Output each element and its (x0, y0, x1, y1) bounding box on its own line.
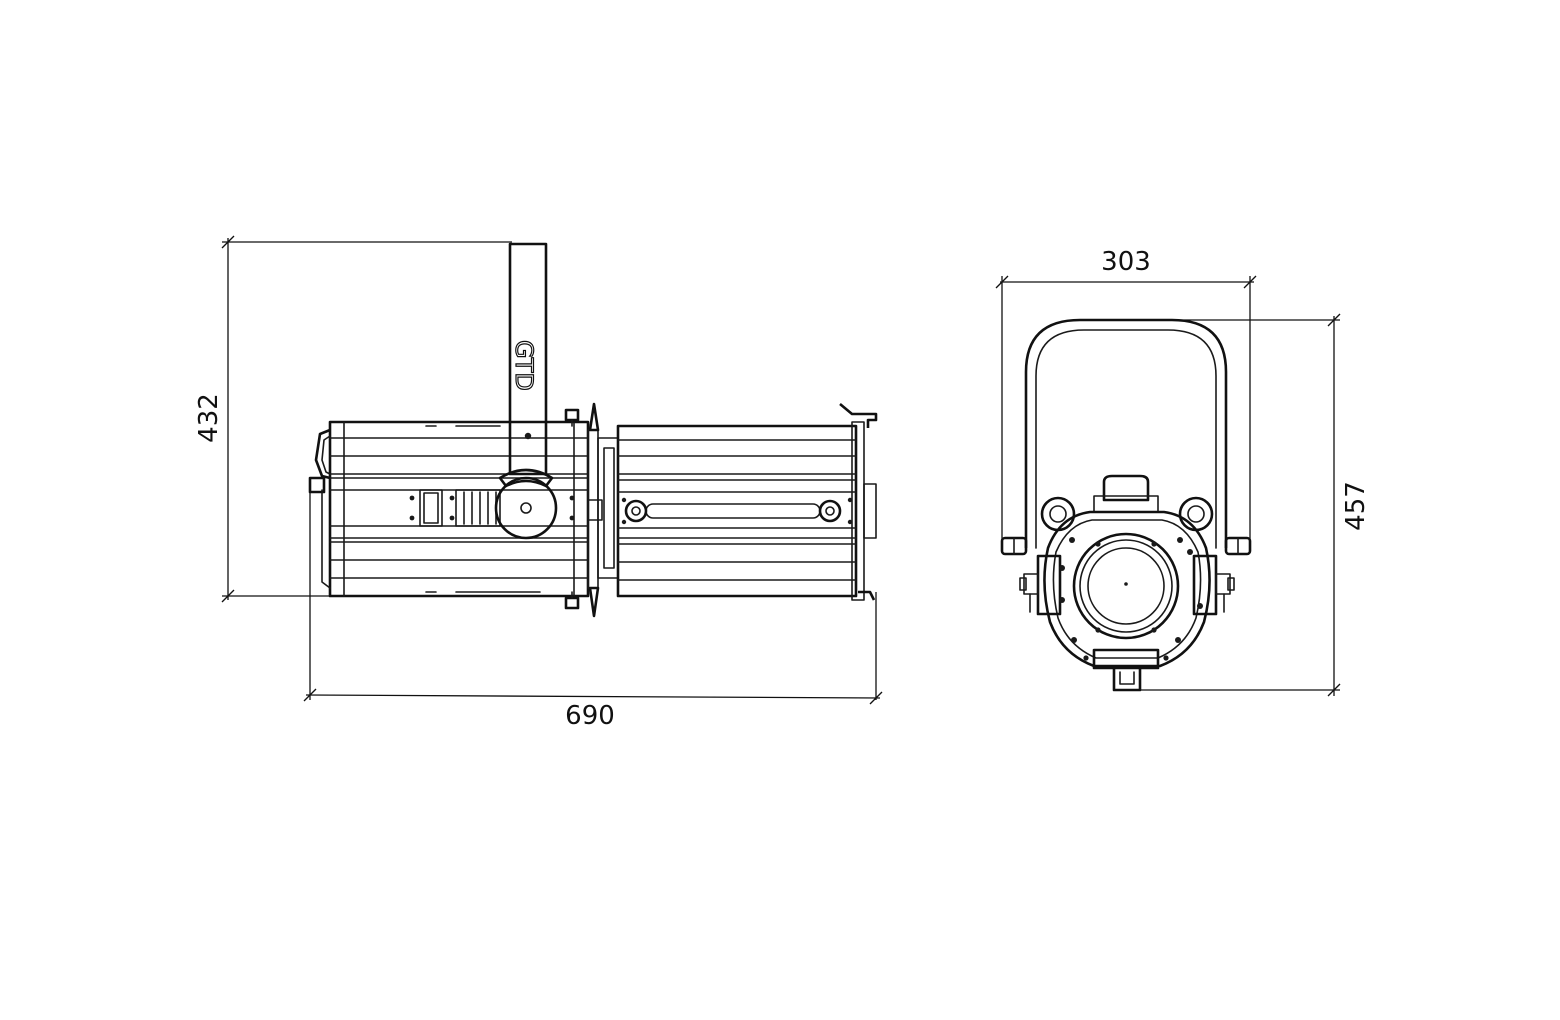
front-yoke (1000, 318, 1252, 556)
cooling-fins (409, 489, 575, 527)
front-view: 303 457 (995, 247, 1371, 697)
front-lens (1059, 532, 1203, 661)
yoke-arm: GTD (494, 242, 558, 540)
front-body (1019, 474, 1235, 692)
yoke-brand-text: GTD (510, 340, 538, 391)
dimension-width-front: 303 (995, 247, 1257, 552)
dimension-label-432: 432 (194, 393, 224, 443)
dimension-height-front: 457 (1122, 313, 1371, 697)
dimension-height-side: 432 (194, 235, 512, 603)
dimension-label-303: 303 (1101, 247, 1151, 277)
side-view: 432 690 (194, 235, 883, 731)
dimension-label-457: 457 (1341, 481, 1371, 531)
dimension-length-side: 690 (303, 478, 883, 731)
front-barrel (616, 403, 878, 601)
dimension-label-690: 690 (565, 701, 615, 731)
